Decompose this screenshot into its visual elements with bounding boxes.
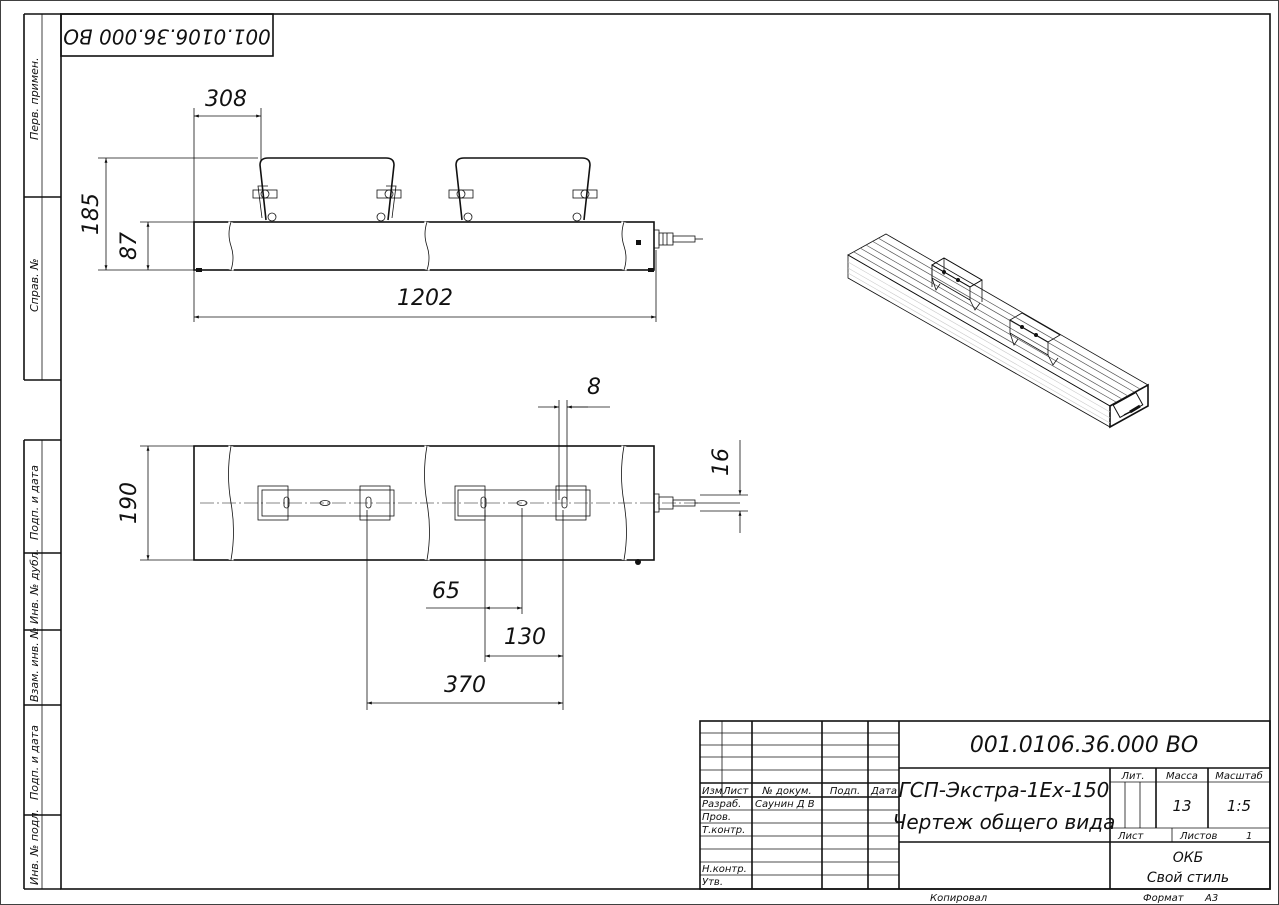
side-label-podp-data-2: Подп. и дата [28, 725, 41, 800]
dim-16: 16 [709, 448, 734, 476]
title-product-name: ГСП-Экстра-1Ех-150 [899, 778, 1110, 802]
developer-name: Саунин Д В [755, 799, 815, 810]
hdr-izm: Изм [702, 786, 723, 797]
scale-value: 1:5 [1227, 797, 1251, 815]
side-view-dimensions: 308 185 87 1202 [79, 87, 657, 322]
hdr-masshtab: Масштаб [1215, 770, 1263, 782]
side-label-sprav-no: Справ. № [28, 258, 41, 312]
hdr-massa: Масса [1166, 771, 1198, 782]
role-prov: Пров. [702, 812, 731, 823]
side-view [193, 157, 703, 272]
rotated-stamp: 001.0106.36.000 ВО [60, 13, 274, 57]
kopiroval-label: Копировал [930, 893, 988, 904]
top-view-dimensions: 8 16 190 65 130 370 [117, 375, 748, 710]
side-label-vzam-inv: Взам. инв. № [28, 627, 41, 702]
role-razrab: Разраб. [702, 798, 741, 810]
role-utv: Утв. [702, 877, 723, 888]
org-line2: Свой стиль [1147, 870, 1229, 886]
org-line1: ОКБ [1173, 850, 1204, 866]
hdr-no-dokum: № докум. [761, 786, 811, 797]
dim-190: 190 [117, 482, 142, 524]
dim-65: 65 [432, 579, 460, 604]
title-block: 001.0106.36.000 ВО ГСП-Экстра-1Ех-150 Че… [699, 720, 1271, 904]
rotated-stamp-text: 001.0106.36.000 ВО [63, 25, 271, 49]
side-label-podp-data-1: Подп. и дата [28, 465, 41, 540]
dim-130: 130 [504, 625, 546, 650]
hdr-lit: Лит. [1120, 771, 1144, 782]
side-label-inv-podl: Инв. № подл. [28, 809, 41, 885]
mass-value: 13 [1172, 797, 1191, 815]
side-label-perv-primen: Перв. примен. [28, 57, 41, 140]
side-strip: Перв. примен. Справ. № Подп. и дата Инв.… [23, 13, 61, 890]
dim-308: 308 [205, 87, 247, 112]
isometric-view [847, 233, 1149, 429]
drawing-frame [60, 13, 1271, 890]
hdr-podp: Подп. [830, 786, 860, 797]
sheets-value: 1 [1246, 831, 1252, 842]
dim-185: 185 [79, 193, 104, 235]
role-tkontr: Т.контр. [702, 825, 745, 836]
role-nkontr: Н.контр. [702, 864, 747, 875]
dim-370: 370 [444, 673, 486, 698]
format-value: А3 [1204, 893, 1218, 904]
title-designation: 001.0106.36.000 ВО [970, 733, 1198, 758]
sheet-label: Лист [1117, 831, 1145, 842]
sheets-label: Листов [1179, 831, 1217, 842]
top-view [193, 445, 740, 565]
title-doc-name: Чертеж общего вида [893, 810, 1116, 834]
dim-1202: 1202 [397, 286, 453, 311]
format-label: Формат [1143, 893, 1185, 904]
dim-8: 8 [587, 375, 601, 400]
hdr-data: Дата [870, 786, 897, 797]
side-label-inv-dubl: Инв. № дубл. [28, 549, 41, 624]
dim-87: 87 [117, 232, 142, 260]
hdr-list: Лист [722, 786, 750, 797]
